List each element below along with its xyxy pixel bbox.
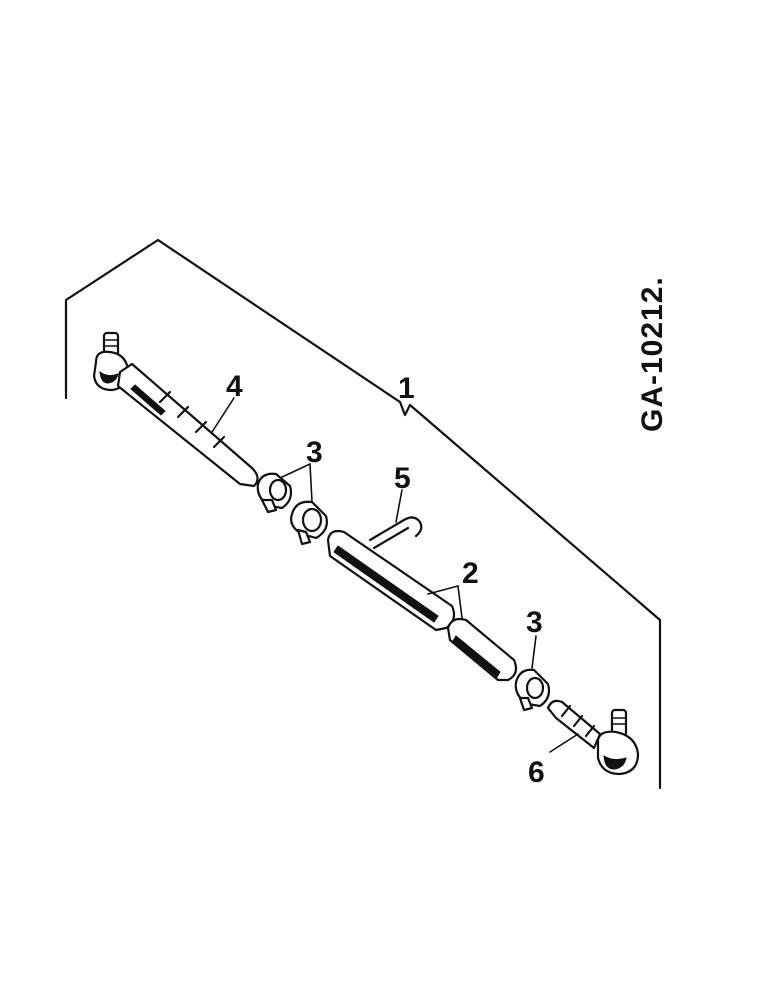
right-ball-joint [596, 708, 640, 776]
callout-2: 2 [462, 557, 479, 590]
rod-end-long [116, 362, 259, 488]
figure-code: GA-10212. [636, 276, 669, 432]
left-ball-joint [92, 331, 130, 392]
clamp-right [514, 668, 551, 712]
callout-6: 6 [528, 756, 545, 789]
tube-short [446, 617, 518, 682]
rod-end-short [546, 699, 602, 750]
callout-4: 4 [226, 370, 243, 403]
assembly-bracket [64, 238, 662, 790]
clamp-left [256, 472, 328, 546]
callout-1: 1 [398, 372, 415, 405]
callout-3-left: 3 [306, 436, 323, 469]
callout-3-right: 3 [526, 606, 543, 639]
tube-long [326, 529, 456, 632]
callout-5: 5 [394, 462, 411, 495]
leader-lines [211, 397, 579, 753]
cotter-pin [368, 516, 423, 550]
